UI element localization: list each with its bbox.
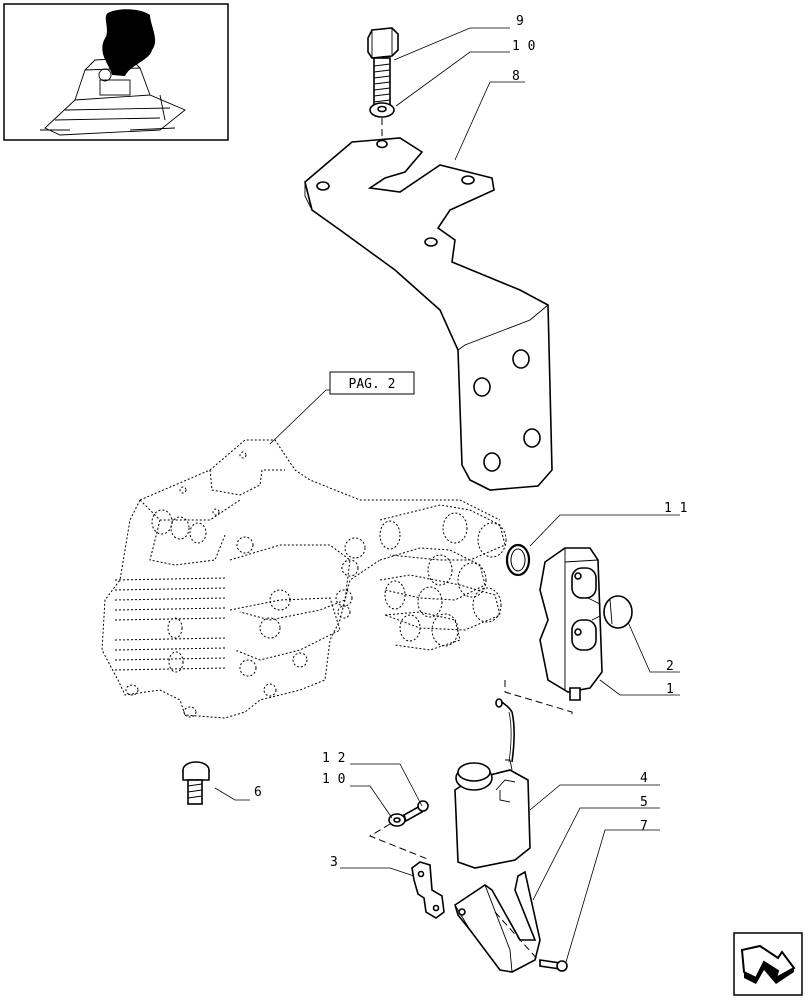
screw-12 (403, 800, 429, 823)
screw-7 (539, 959, 568, 972)
leader-lines (214, 27, 680, 963)
callout-6: 6 (254, 785, 262, 800)
callout-3: 3 (330, 855, 338, 870)
page-reference-label: PAG. 2 (349, 377, 396, 392)
callout-2: 2 (666, 659, 674, 674)
callout-4: 4 (640, 771, 648, 786)
bracket-8 (304, 137, 553, 491)
callout-11: 1 1 (664, 501, 687, 516)
callout-5: 5 (640, 795, 648, 810)
callout-9: 9 (516, 14, 524, 29)
callout-10-bottom: 1 0 (322, 772, 345, 787)
callout-1: 1 (666, 682, 674, 697)
bolt-6 (182, 761, 210, 805)
o-ring-11 (505, 543, 531, 577)
coupling-block-1 (539, 547, 603, 701)
location-thumbnail (3, 3, 229, 141)
callout-8: 8 (512, 69, 520, 84)
valve-block-reference (101, 439, 507, 719)
washer-10-bottom (388, 813, 406, 827)
washer-10-top (369, 102, 395, 118)
cap-2 (603, 595, 633, 629)
next-page-arrow-icon[interactable] (733, 932, 803, 996)
support-clip-5 (454, 870, 541, 973)
callout-10-top: 1 0 (512, 39, 535, 54)
page-reference-box[interactable]: PAG. 2 (329, 371, 415, 395)
bolt-9 (367, 27, 399, 113)
reservoir-4 (454, 698, 531, 869)
bracket-3 (411, 861, 445, 919)
callout-7: 7 (640, 819, 648, 834)
callout-12: 1 2 (322, 751, 345, 766)
